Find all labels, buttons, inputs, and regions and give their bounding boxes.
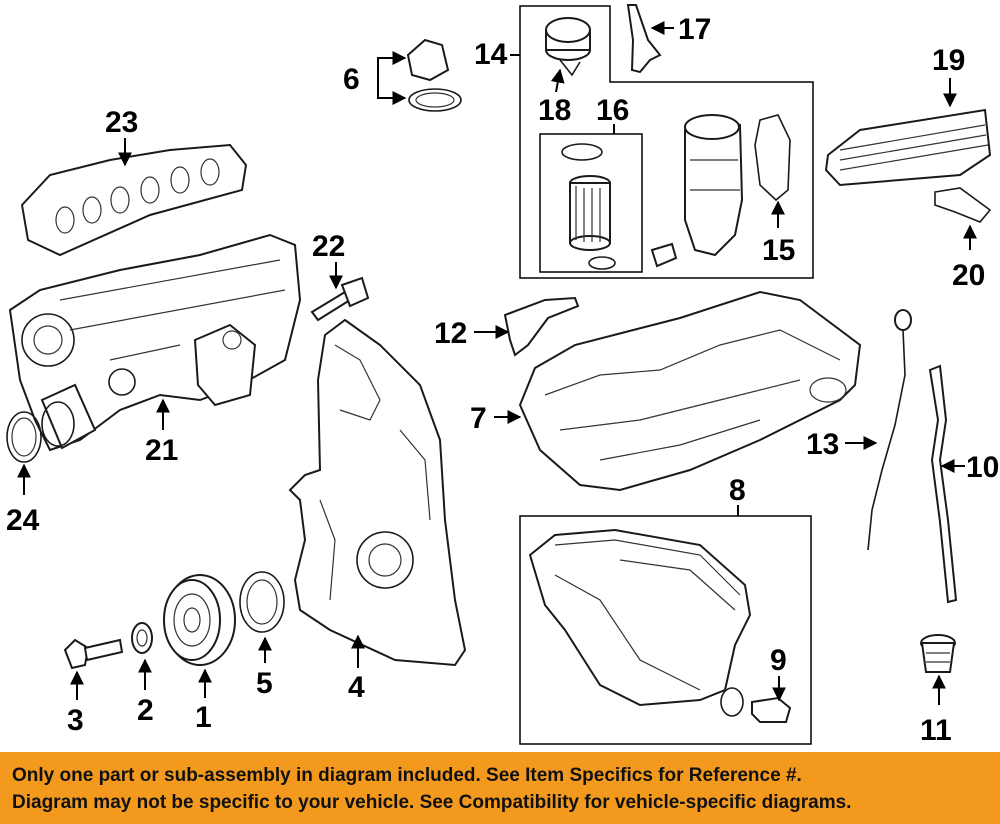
- filter-cap-18-part: [545, 17, 591, 77]
- cooler-seal-20-part: [934, 187, 992, 223]
- lower-oil-pan-part: [528, 528, 752, 707]
- seal-ring-24-part: [6, 411, 42, 463]
- oil-cooler-part: [824, 108, 992, 187]
- callout-12: 12: [434, 317, 467, 350]
- filter-element-box: [539, 133, 643, 273]
- disclaimer-line-2: Diagram may not be specific to your vehi…: [12, 792, 852, 813]
- disclaimer-line-1: Only one part or sub-assembly in diagram…: [12, 765, 802, 786]
- intake-manifold-gasket-part: [20, 143, 248, 257]
- dipstick-tube-10-part: [928, 364, 958, 604]
- disclaimer-banner: Only one part or sub-assembly in diagram…: [0, 752, 1000, 824]
- callout-9: 9: [770, 644, 787, 677]
- callout-6: 6: [343, 63, 360, 96]
- callout-2: 2: [137, 694, 154, 727]
- callout-8: 8: [729, 474, 746, 507]
- callout-24: 24: [6, 504, 40, 537]
- oil-pan-box: [519, 515, 812, 745]
- bracket-17-part: [626, 4, 662, 74]
- callout-4: 4: [348, 671, 365, 704]
- callout-16: 16: [596, 94, 629, 127]
- bracket-12-part: [503, 296, 580, 357]
- housing-gasket-15-part: [754, 114, 791, 202]
- dipstick-13-part: [867, 309, 912, 551]
- callout-1: 1: [195, 701, 212, 734]
- washer-2-part: [131, 622, 153, 654]
- filter-element-part: [561, 143, 616, 270]
- callout-11: 11: [920, 714, 952, 747]
- parts-diagram: 23 21 24 22 4 1 2 3 5 6 14 17 18 16 15 1…: [6, 4, 999, 747]
- callout-21: 21: [145, 434, 178, 467]
- callout-labels: 23 21 24 22 4 1 2 3 5 6 14 17 18 16 15 1…: [6, 13, 999, 747]
- upper-oil-pan-part: [518, 290, 862, 492]
- seal-6-part: [408, 88, 462, 112]
- callout-18: 18: [538, 94, 571, 127]
- crankshaft-pulley-part: [163, 574, 236, 666]
- callout-5: 5: [256, 667, 273, 700]
- filter-group-box: [519, 5, 814, 279]
- callout-10: 10: [966, 451, 999, 484]
- bolt-3-part: [63, 638, 124, 670]
- callout-7: 7: [470, 402, 487, 435]
- callout-3: 3: [67, 704, 84, 737]
- callout-17: 17: [678, 13, 711, 46]
- callout-19: 19: [932, 44, 965, 77]
- bolt-22-part: [310, 276, 370, 322]
- callout-14: 14: [474, 38, 508, 71]
- front-seal-part: [239, 571, 285, 633]
- callout-15: 15: [762, 234, 795, 267]
- filler-cap-11-part: [920, 634, 956, 673]
- filter-housing-part: [650, 113, 744, 268]
- timing-cover-part: [288, 318, 467, 667]
- callout-23: 23: [105, 106, 138, 139]
- callout-22: 22: [312, 230, 345, 263]
- callout-20: 20: [952, 259, 985, 292]
- intake-housing-part: [8, 233, 302, 452]
- cap-6-part: [406, 38, 450, 82]
- callout-13: 13: [806, 428, 839, 461]
- leader-lines: [17, 21, 977, 705]
